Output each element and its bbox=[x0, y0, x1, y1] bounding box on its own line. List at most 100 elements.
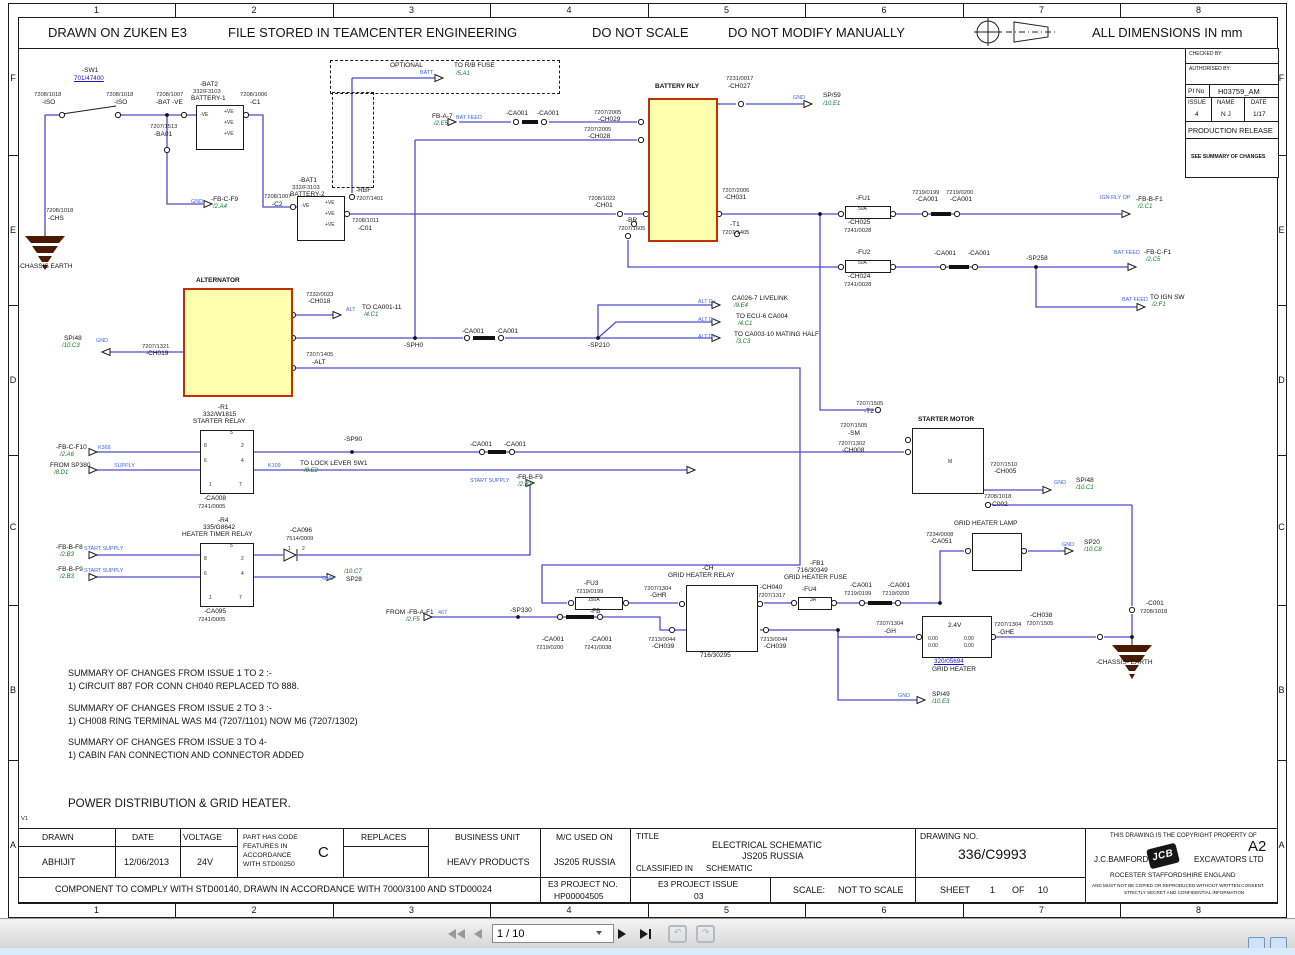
authorised-by-label: AUTHORISED BY: bbox=[1189, 66, 1231, 72]
previous-page-button[interactable] bbox=[474, 926, 482, 942]
fuse-fu2 bbox=[845, 260, 891, 273]
tb-fine-2: STRICTLY SECRET AND CONFIDENTIAL INFORMA… bbox=[1124, 890, 1245, 895]
row-ref: A bbox=[9, 840, 17, 850]
schematic-label: 7213/0044 bbox=[648, 637, 676, 643]
schematic-label: SP/48 bbox=[64, 335, 82, 342]
column-ref: 7 bbox=[1038, 904, 1045, 915]
previous-view-button[interactable]: ↶ bbox=[668, 925, 687, 943]
schematic-label: GND bbox=[898, 693, 910, 699]
schematic-label: GRID HEATER FUSE bbox=[784, 574, 848, 581]
schematic-label: 7207/1605 bbox=[618, 226, 646, 232]
column-ref: 3 bbox=[408, 904, 415, 915]
schematic-label: /10.E1 bbox=[823, 101, 841, 107]
row-ref: C bbox=[9, 522, 17, 532]
schematic-label: GND bbox=[96, 338, 108, 344]
row-ref: D bbox=[1278, 375, 1285, 385]
checked-by-label: CHECKED BY: bbox=[1189, 51, 1223, 57]
schematic-label: SP/48 bbox=[1076, 477, 1094, 484]
schematic-label: -FU4 bbox=[802, 586, 817, 593]
tb-mc-label: M/C USED ON bbox=[556, 832, 613, 842]
tb-partcode-3: ACCORDANCE bbox=[243, 852, 292, 859]
schematic-label: /8.E2 bbox=[304, 468, 319, 474]
schematic-label: /10.E3 bbox=[932, 699, 950, 705]
schematic-label: SP20 bbox=[1084, 539, 1100, 546]
column-ref: 2 bbox=[251, 5, 257, 15]
next-page-button[interactable] bbox=[618, 926, 626, 942]
ruler-tick bbox=[175, 903, 176, 917]
schematic-label: -ISO bbox=[42, 99, 56, 106]
ruler-tick bbox=[8, 455, 18, 456]
schematic-label: TO IGN SW bbox=[1150, 294, 1185, 301]
tb-title-label: TITLE bbox=[636, 831, 660, 841]
row-ref: B bbox=[1278, 685, 1285, 695]
schematic-label: SP/49 bbox=[932, 691, 950, 698]
schematic-label: -CA001 bbox=[916, 196, 939, 203]
schematic-label: -CA095 bbox=[204, 608, 227, 615]
ruler-tick bbox=[648, 3, 649, 17]
schematic-label: -GH bbox=[884, 628, 896, 635]
schematic-label: -CH028 bbox=[588, 133, 611, 140]
column-ref: 7 bbox=[1038, 5, 1045, 15]
schematic-label: -CA001 bbox=[934, 250, 957, 257]
first-page-button[interactable] bbox=[448, 926, 465, 942]
schematic-label: /2.B1 bbox=[518, 482, 533, 488]
schematic-label: /2.F1 bbox=[1152, 302, 1166, 308]
schematic-label: OPTIONAL bbox=[390, 62, 423, 69]
schematic-label: 7219/0199 bbox=[576, 589, 604, 595]
status-strip bbox=[0, 948, 1295, 955]
schematic-label: TO CA001-11 bbox=[362, 304, 402, 311]
schematic-label: ALTERNATOR bbox=[196, 277, 240, 284]
schematic-label: -BAT2 bbox=[200, 81, 218, 88]
schematic-label: 1 bbox=[209, 482, 212, 488]
schematic-label: 7219/0199 bbox=[912, 190, 940, 196]
schematic-label: +VE bbox=[325, 222, 335, 228]
sheet-outer-border bbox=[8, 3, 1287, 918]
note-3-title: SUMMARY OF CHANGES FROM ISSUE 3 TO 4- bbox=[68, 737, 267, 747]
schematic-label: 7207/1405 bbox=[722, 230, 750, 236]
column-ref: 8 bbox=[1195, 5, 1202, 15]
schematic-label: -CH019 bbox=[146, 350, 169, 357]
schematic-label: -CA096 bbox=[290, 527, 313, 534]
schematic-label: 8 bbox=[204, 556, 207, 562]
header-dimensions: ALL DIMENSIONS IN mm bbox=[1092, 25, 1243, 40]
tb-partcode-1: PART HAS CODE bbox=[243, 834, 298, 841]
page-dropdown-caret[interactable] bbox=[596, 931, 602, 935]
sheet-note: POWER DISTRIBUTION & GRID HEATER. bbox=[68, 798, 291, 810]
schematic-label: -CH01 bbox=[594, 202, 613, 209]
schematic-label: BAT FEED bbox=[1114, 250, 1140, 256]
schematic-label: -CA001 bbox=[462, 328, 485, 335]
schematic-label: 0.00 bbox=[964, 643, 974, 649]
page-number-input[interactable] bbox=[492, 924, 614, 943]
pdf-toolbar bbox=[0, 918, 1295, 949]
schematic-label: START SUPPLY bbox=[84, 546, 124, 552]
schematic-label: +VE bbox=[325, 200, 335, 206]
schematic-label: 335/G8642 bbox=[203, 524, 236, 531]
schematic-label: HEATER TIMER RELAY bbox=[182, 531, 253, 538]
row-ref: E bbox=[1278, 225, 1285, 235]
next-view-button[interactable]: ↷ bbox=[696, 925, 715, 943]
schematic-label: IGN RLY OP bbox=[1100, 195, 1131, 201]
schematic-label: 7207/1304 bbox=[994, 622, 1022, 628]
schematic-label: -R4 bbox=[218, 517, 229, 524]
schematic-label: -CHS bbox=[48, 215, 64, 222]
battery1-box bbox=[196, 105, 244, 150]
schematic-label: 7207/2006 bbox=[722, 188, 750, 194]
schematic-label: M bbox=[948, 459, 953, 465]
tb-sheet-label: SHEET bbox=[940, 885, 971, 895]
tb-e3no-label: E3 PROJECT NO. bbox=[548, 879, 618, 889]
schematic-label: /2.A6 bbox=[60, 452, 75, 458]
tb-drawing-no: 336/C9993 bbox=[958, 846, 1027, 862]
schematic-label: /10.C8 bbox=[1084, 547, 1102, 553]
schematic-label: 7207/1405 bbox=[306, 352, 334, 358]
tb-replaces-label: REPLACES bbox=[361, 832, 407, 842]
last-page-button[interactable] bbox=[640, 926, 651, 942]
schematic-label: 6 bbox=[204, 571, 207, 577]
column-ref: 1 bbox=[93, 5, 100, 15]
schematic-label: 7207/2005 bbox=[584, 127, 612, 133]
previous-page-icon bbox=[474, 929, 482, 939]
battery-relay-box bbox=[648, 98, 718, 242]
column-ref: 5 bbox=[723, 904, 730, 915]
schematic-label: -CH bbox=[702, 565, 714, 572]
tb-scale-label: SCALE: bbox=[793, 885, 826, 895]
